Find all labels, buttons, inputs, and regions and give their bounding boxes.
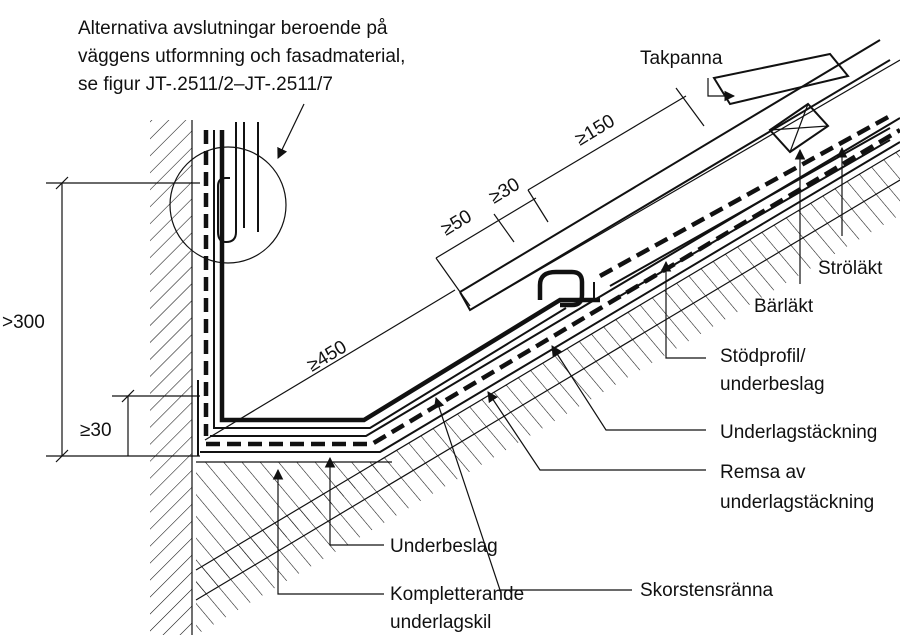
label-underlagstackning: Underlagstäckning bbox=[720, 422, 877, 443]
chimney-wall bbox=[150, 120, 193, 635]
label-remsa-1: Remsa av bbox=[720, 462, 806, 483]
dim-slope-450: ≥450 bbox=[304, 337, 351, 377]
label-stodprofil-2: underbeslag bbox=[720, 374, 825, 395]
dim-slope-150: ≥150 bbox=[572, 111, 619, 151]
dim-wall-low: ≥30 bbox=[80, 420, 112, 441]
note-line-2: väggens utformning och fasadmaterial, bbox=[78, 46, 405, 67]
dim-wall-height: >300 bbox=[2, 312, 45, 333]
gutter-fold bbox=[537, 269, 595, 308]
label-underbeslag: Underbeslag bbox=[390, 536, 498, 557]
label-stodprofil-1: Stödprofil/ bbox=[720, 346, 806, 367]
label-strolakt: Ströläkt bbox=[818, 258, 883, 279]
label-barlakt: Bärläkt bbox=[754, 296, 814, 317]
note-line-1: Alternativa avslutningar beroende på bbox=[78, 18, 388, 39]
leader-lines bbox=[272, 78, 848, 595]
chimney-gutter-flashing bbox=[197, 122, 600, 456]
batten-box bbox=[768, 102, 830, 154]
label-kompletterande-2: underlagskil bbox=[390, 612, 491, 633]
roof-boarding bbox=[195, 149, 900, 635]
label-takpanna: Takpanna bbox=[640, 48, 723, 69]
underlay-layers bbox=[200, 117, 900, 453]
dim-slope-50: ≥50 bbox=[438, 206, 476, 240]
dimension-lines bbox=[46, 87, 705, 463]
detail-circle bbox=[169, 146, 287, 264]
dim-slope-30: ≥30 bbox=[486, 174, 524, 208]
label-skorstensranna: Skorstensränna bbox=[640, 580, 774, 601]
note-line-3: se figur JT-.2511/2–JT-.2511/7 bbox=[78, 74, 333, 95]
label-kompletterande-1: Kompletterande bbox=[390, 584, 524, 605]
label-remsa-2: underlagstäckning bbox=[720, 492, 874, 513]
roof-tiles bbox=[459, 39, 900, 312]
